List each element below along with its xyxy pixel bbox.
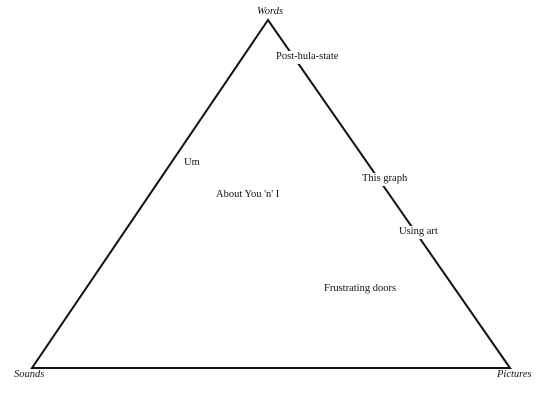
vertex-label-pictures: Pictures	[497, 369, 532, 380]
vertex-label-words: Words	[257, 6, 284, 17]
vertex-label-sounds: Sounds	[14, 369, 45, 380]
point-label-this-graph: This graph	[360, 173, 410, 186]
point-label-about-you-n-i: About You 'n' I	[214, 189, 282, 202]
point-label-using-art: Using art	[397, 226, 440, 239]
point-label-frustrating-doors: Frustrating doors	[322, 283, 399, 296]
point-label-um: Um	[182, 157, 202, 170]
point-label-post-hula-state: Post-hula-state	[274, 51, 341, 64]
triangle-outline	[30, 18, 512, 369]
